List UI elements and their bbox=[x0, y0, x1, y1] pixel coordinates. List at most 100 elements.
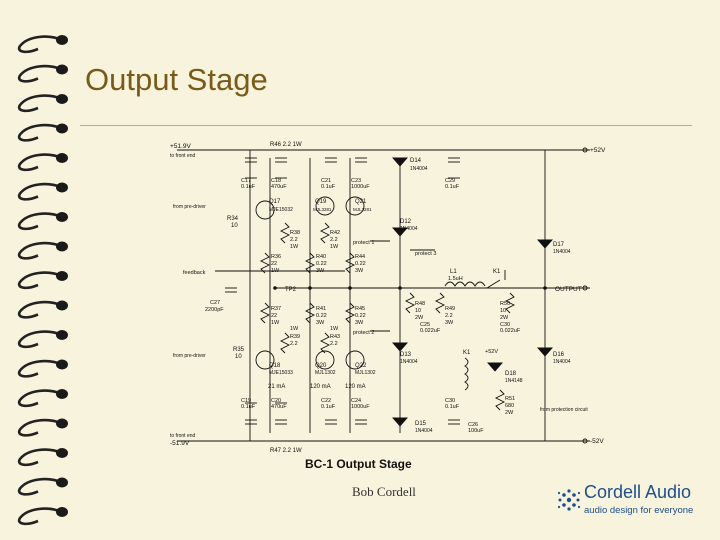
spiral-hole bbox=[56, 271, 68, 281]
rail-pos-in-sub: to front end bbox=[170, 153, 196, 159]
label-r46: R46 2.2 1W bbox=[270, 142, 302, 148]
label-r44-val: 0.22 bbox=[355, 261, 366, 267]
label-r51-w: 2W bbox=[505, 410, 514, 416]
spiral-ring bbox=[17, 448, 63, 467]
spiral-hole bbox=[56, 64, 68, 75]
label-r34-val: 10 bbox=[231, 223, 238, 229]
label-r38-w: 1W bbox=[290, 244, 299, 250]
label-c19: C19 bbox=[241, 398, 251, 404]
logo-tagline: audio design for everyone bbox=[584, 505, 694, 516]
label-d13: D13 bbox=[400, 352, 412, 358]
spiral-ring bbox=[17, 418, 63, 437]
label-r51-val: 680 bbox=[505, 403, 514, 409]
label-from-pre-driver-bot: from pre-driver bbox=[173, 353, 206, 359]
label-r34: R34 bbox=[227, 216, 239, 222]
label-r42: R42 bbox=[330, 230, 340, 236]
spiral-hole bbox=[56, 300, 68, 311]
author-name: Bob Cordell bbox=[352, 484, 416, 499]
label-d13-type: 1N4004 bbox=[400, 359, 418, 365]
label-r37-w: 1W bbox=[271, 320, 280, 326]
label-output: OUTPUT bbox=[555, 286, 582, 293]
label-r42-val: 2.2 bbox=[330, 237, 338, 243]
spiral-ring bbox=[17, 271, 63, 290]
title-divider bbox=[80, 125, 692, 126]
label-d15: D15 bbox=[415, 421, 427, 427]
label-q22-type: MJL1302 bbox=[355, 370, 376, 376]
label-c19-val: 0.1uF bbox=[241, 404, 256, 410]
label-d17: D17 bbox=[553, 242, 565, 248]
spiral-ring bbox=[17, 123, 63, 142]
label-d17-type: 1N4004 bbox=[553, 249, 571, 255]
spiral-hole bbox=[56, 389, 68, 399]
label-current-21: 21 mA bbox=[268, 384, 285, 390]
label-c21: C21 bbox=[321, 178, 331, 184]
label-r36: R36 bbox=[271, 254, 281, 260]
spiral-hole bbox=[56, 212, 68, 222]
logo-name: Cordell Audio bbox=[584, 482, 692, 502]
label-protect1: protect 1 bbox=[353, 240, 374, 246]
rail-neg-in: -51.9V bbox=[170, 440, 190, 447]
label-c20-val: 470uF bbox=[271, 404, 287, 410]
spiral-hole bbox=[56, 359, 68, 370]
label-k1-top: K1 bbox=[493, 269, 501, 275]
label-c25: C25 bbox=[420, 322, 430, 328]
spiral-ring bbox=[17, 507, 63, 526]
label-r48-w: 2W bbox=[415, 315, 424, 321]
spiral-ring bbox=[17, 241, 63, 260]
label-c18-val: 470uF bbox=[271, 184, 287, 190]
rail-pos-out: +52V bbox=[590, 147, 606, 154]
spiral-ring bbox=[17, 153, 63, 172]
label-feedback: feedback bbox=[183, 270, 206, 276]
spiral-ring bbox=[17, 182, 63, 201]
label-r38: R38 bbox=[290, 230, 300, 236]
label-protect2: protect 2 bbox=[353, 330, 374, 336]
spiral-hole bbox=[56, 94, 68, 104]
label-d14: D14 bbox=[410, 158, 422, 164]
label-current-120a: 120 mA bbox=[310, 384, 331, 390]
label-k1-bot: K1 bbox=[463, 350, 471, 356]
label-q19-type: MJL3281 bbox=[313, 207, 332, 212]
spiral-hole bbox=[56, 35, 68, 45]
label-r37-val: 22 bbox=[271, 313, 277, 319]
label-c30b: C30 bbox=[445, 398, 455, 404]
label-r35-val: 10 bbox=[235, 354, 242, 360]
label-r41: R41 bbox=[316, 306, 326, 312]
label-r49-w: 3W bbox=[445, 320, 454, 326]
spiral-hole bbox=[56, 153, 68, 163]
label-from-pre-driver-top: from pre-driver bbox=[173, 204, 206, 210]
spiral-ring bbox=[17, 330, 63, 349]
label-d18-type: 1N4148 bbox=[505, 378, 523, 384]
spiral-ring bbox=[17, 389, 63, 408]
label-c27: C27 bbox=[210, 300, 220, 306]
label-r44-w: 3W bbox=[355, 268, 364, 274]
rail-neg-in-sub: to front end bbox=[170, 433, 196, 439]
label-c24: C24 bbox=[351, 398, 361, 404]
label-d16-type: 1N4004 bbox=[553, 359, 571, 365]
label-r50-val: 10 bbox=[500, 308, 506, 314]
label-r49-val: 2.2 bbox=[445, 313, 453, 319]
label-r50-w: 2W bbox=[500, 315, 509, 321]
label-r40-val: 0.22 bbox=[316, 261, 327, 267]
rail-neg-out: -52V bbox=[590, 438, 604, 445]
spiral-ring bbox=[17, 94, 63, 113]
label-r44: R44 bbox=[355, 254, 365, 260]
label-q18: Q18 bbox=[269, 363, 281, 369]
label-c24-val: 1000uF bbox=[351, 404, 370, 410]
spiral-binding-icon bbox=[17, 35, 68, 526]
label-c21-val: 0.1uF bbox=[321, 184, 336, 190]
label-l1-val: 1.5uH bbox=[448, 276, 463, 282]
label-c25-val: 0.022uF bbox=[420, 328, 441, 334]
label-q19: Q19 bbox=[315, 199, 327, 205]
label-c17: C17 bbox=[241, 178, 251, 184]
spiral-hole bbox=[56, 241, 68, 252]
label-c20: C20 bbox=[271, 398, 281, 404]
label-r39-w: 1W bbox=[290, 326, 299, 332]
rail-pos-in: +51.9V bbox=[170, 143, 191, 150]
label-r43: R43 bbox=[330, 334, 340, 340]
label-r48: R48 bbox=[415, 301, 425, 307]
label-r36-val: 22 bbox=[271, 261, 277, 267]
spiral-hole bbox=[56, 477, 68, 488]
label-l1: L1 bbox=[450, 269, 457, 275]
label-d14-type: 1N4004 bbox=[410, 166, 428, 172]
